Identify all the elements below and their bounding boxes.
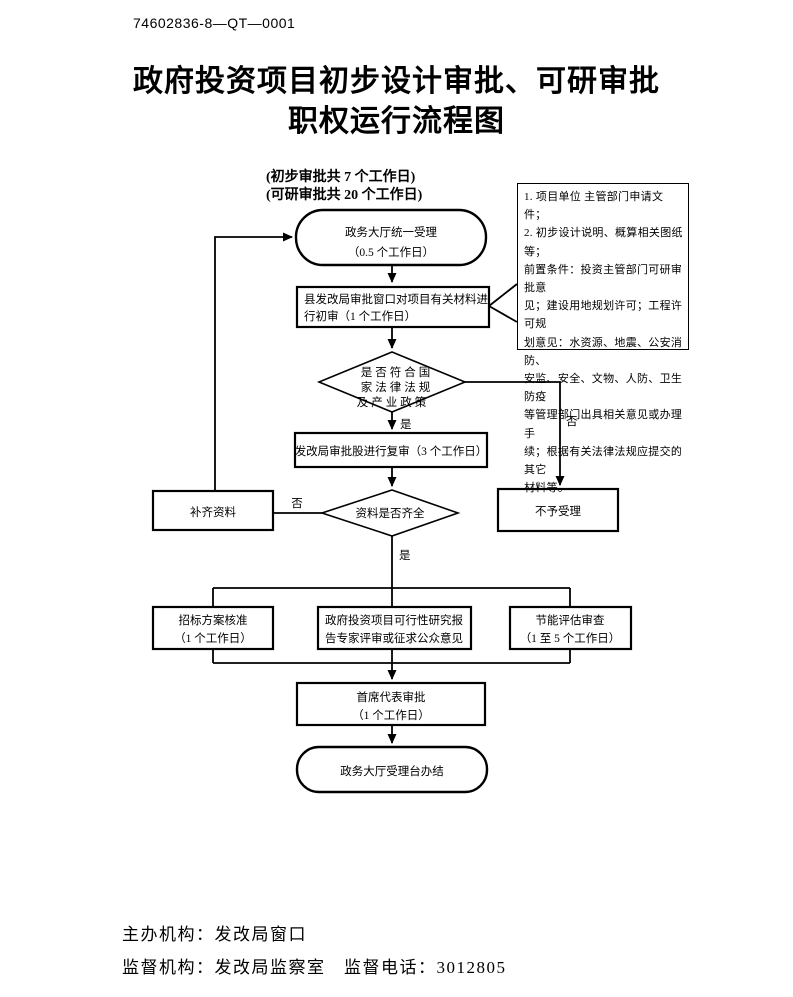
recheck-box [293,431,489,469]
duration-subtitle: (初步审批共 7 个工作日) (可研审批共 20 个工作日) [266,169,422,205]
end-node-label: 政务大厅受理台办结 [340,764,444,778]
note-line: 划意见：水资源、地震、公安消防、 [524,336,683,367]
flow-connectors [212,232,571,744]
start-node-label-line2: （0.5 个工作日） [348,246,434,259]
materials-decision-label: 资料是否齐全 [356,506,425,520]
materials-complete-decision-diamond [319,489,461,537]
duration-subtitle-line1: (初步审批共 7 个工作日) [266,170,416,185]
connector-no-to-reject [465,381,565,486]
chief-approval-label-line2: （1 个工作日） [352,709,430,722]
note-line: 等管理部门出具相关意见或办理手 [524,409,683,440]
chief-approval-label-line1: 首席代表审批 [357,690,426,704]
page-title: 政府投资项目初步设计审批、可研审批 职权运行流程图 [0,62,793,142]
law-decision-label-line1: 是否符合国 [361,365,434,379]
yes-label-materials: 是 [399,549,411,562]
end-node-shape [295,745,489,794]
reject-label: 不予受理 [535,505,581,518]
chief-approval-box [295,681,487,727]
initial-review-label-line1: 县发改局审批窗口对项目有关材料进 [304,292,488,306]
energy-review-label-line2: （1 至 5 个工作日） [520,632,621,645]
page-title-line1: 政府投资项目初步设计审批、可研审批 [133,65,660,98]
bid-approval-label-line1: 招标方案核准 [179,613,248,627]
yes-label-law: 是 [400,418,412,431]
start-node-label-line1: 政务大厅统一受理 [345,225,437,239]
footer-info: 主办机构：发改局窗口 监督机构：发改局监察室 监督电话：3012805 [122,918,507,984]
law-decision-label-line2: 家法律法规 [361,380,434,394]
footer-host-agency: 主办机构：发改局窗口 [122,925,307,944]
supplement-materials-label: 补齐资料 [190,505,236,519]
connector-supplement-loop-to-start [214,232,293,491]
note-line: 见；建设用地规划许可；工程许可规 [524,300,683,331]
note-line: 1. 项目单位 主管部门申请文件； [524,191,664,222]
note-callout-arrow [488,283,518,323]
no-label-materials: 否 [291,498,303,510]
energy-review-label-line1: 节能评估审查 [536,613,605,627]
note-line: 2. 初步设计说明、概算相关图纸等； [524,227,683,258]
note-line: 续；根据有关法律法规应提交的其它 [524,445,683,477]
energy-review-box [508,605,633,651]
law-decision-label-line3: 及产业政策 [357,395,430,409]
no-label-law: 否 [566,416,578,428]
initial-review-label-line2: 行初审（1 个工作日） [304,309,416,323]
start-node-shape [294,208,488,267]
supplement-materials-box [151,489,275,532]
recheck-label: 发改局审批股进行复审（3 个工作日） [295,444,488,458]
note-line: 前置条件：投资主管部门可研审批意 [524,263,683,295]
feasibility-label-line2: 告专家评审或征求公众意见 [325,631,463,645]
note-line: 安监、安全、文物、人防、卫生防疫 [524,373,683,404]
bid-approval-label-line2: （1 个工作日） [174,632,252,645]
feasibility-label-line1: 政府投资项目可行性研究报 [325,613,463,627]
footer-supervision-agency: 监督机构：发改局监察室 监督电话：3012805 [122,958,507,977]
law-compliance-decision-diamond [316,351,468,413]
bid-approval-box [151,605,275,651]
initial-review-box [295,285,491,329]
reject-box [496,487,620,533]
doc-code: 74602836-8—QT—0001 [133,15,296,31]
feasibility-review-box [316,605,473,651]
duration-subtitle-line2: (可研审批共 20 个工作日) [266,188,423,203]
page-title-line2: 职权运行流程图 [288,105,505,138]
